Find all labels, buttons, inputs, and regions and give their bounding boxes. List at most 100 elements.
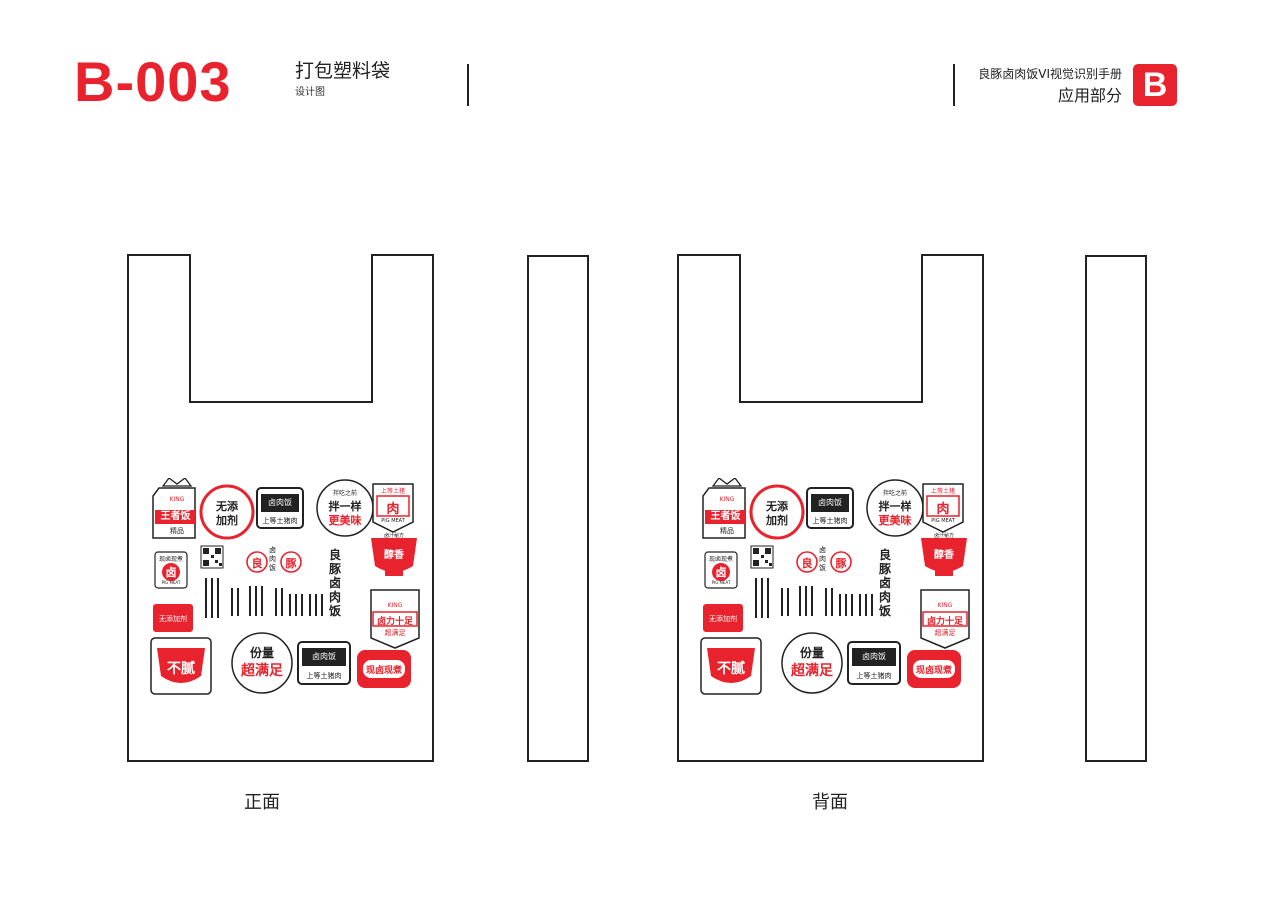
portion-line1: 份量 (249, 646, 274, 660)
manual-name: 良豚卤肉饭VI视觉识别手册 (978, 67, 1122, 81)
same-top-label: 拌吃之前 (882, 490, 907, 497)
fragrant-bowl-sticker (371, 538, 417, 576)
book-label-2: 卤肉饭 (862, 652, 886, 661)
brand-vertical-label: 良豚卤肉饭 (879, 548, 892, 618)
power-label: 卤力十足 (926, 617, 963, 627)
prime-label-2: 上等土猪肉 (856, 672, 892, 680)
no-additive-banner (153, 604, 193, 632)
crown-icon (161, 478, 193, 487)
same-line2: 更美味 (328, 514, 362, 527)
power-sticker (920, 589, 970, 649)
logo-left-char: 良 (801, 557, 813, 570)
prime-label-2: 上等土猪肉 (306, 672, 342, 680)
meat-label: 肉 (386, 502, 400, 517)
back-sticker-collage: 王者饭 KING 精品 无添 加剂 卤肉饭 上等土猪肉 拌吃之前 拌一样 更美味… (695, 478, 970, 708)
no-additive-banner (703, 604, 743, 632)
power-sub-label: 超满足 (384, 629, 406, 637)
menu-text-columns (755, 578, 873, 618)
power-sub-label: 超满足 (934, 629, 956, 637)
brand-logo (796, 551, 852, 573)
prime-label: 上等土猪肉 (812, 517, 848, 525)
pig-meat-label: PIG MEAT (931, 518, 955, 524)
not-greasy-label: 不腻 (167, 661, 195, 677)
no-additive-sticker (749, 484, 805, 540)
king-sticker (152, 478, 196, 539)
page-title: 打包塑料袋 (295, 60, 391, 82)
back-view-label: 背面 (812, 792, 848, 813)
pig-meat-small-label: PIG MEAT (161, 580, 181, 585)
not-greasy-bowl-sticker (700, 637, 762, 695)
logo-name-label: 卤肉饭 (269, 546, 276, 572)
fragrant-top-label: 卤汁秘方 (383, 533, 404, 539)
brand-logo (246, 551, 302, 573)
braise-label: 卤 (165, 566, 177, 579)
no-additive-banner-label: 无添加剂 (159, 615, 187, 623)
not-greasy-label: 不腻 (717, 661, 745, 677)
no-additive-line2: 加剂 (216, 514, 238, 527)
meat-label: 肉 (936, 502, 950, 517)
same-line1: 拌一样 (878, 500, 912, 513)
title-divider (467, 64, 469, 106)
fresh-badge-label: 现卤现煮 (915, 666, 952, 676)
no-additive-banner-label: 无添加剂 (709, 615, 737, 623)
power-sticker (370, 589, 420, 649)
back-gusset (1085, 255, 1147, 762)
brand-divider (953, 64, 955, 106)
section-name: 应用部分 (1057, 86, 1122, 105)
book-stamp-sticker-2 (847, 641, 901, 685)
top-meat-label: 上等土猪 (380, 488, 405, 495)
fresh-braise-sticker (154, 551, 188, 589)
qr-code (750, 545, 774, 569)
same-line2: 更美味 (878, 514, 912, 527)
fragrant-bowl-sticker (921, 538, 967, 576)
same-line1: 拌一样 (328, 500, 362, 513)
brand-vertical-label: 良豚卤肉饭 (329, 548, 342, 618)
not-greasy-bowl-sticker (150, 637, 212, 695)
section-badge: B (1133, 64, 1177, 106)
book-label: 卤肉饭 (268, 498, 292, 507)
logo-right-char: 豚 (285, 557, 297, 570)
fragrant-top-label: 卤汁秘方 (933, 533, 954, 539)
book-stamp-sticker (256, 487, 304, 529)
no-additive-sticker (199, 484, 255, 540)
logo-name-label: 卤肉饭 (819, 546, 826, 572)
book-stamp-sticker-2 (297, 641, 351, 685)
front-view-label: 正面 (244, 792, 280, 813)
top-meat-sticker (372, 483, 414, 533)
fresh-small-label: 现卤现煮 (158, 556, 183, 563)
portion-line2: 超满足 (241, 663, 283, 679)
same-top-label: 拌吃之前 (332, 490, 357, 497)
page-code: B-003 (74, 50, 232, 113)
top-meat-sticker (922, 483, 964, 533)
top-meat-label: 上等土猪 (930, 488, 955, 495)
power-en-label: KING (937, 602, 953, 609)
no-additive-line1: 无添 (766, 500, 788, 513)
pig-meat-label: PIG MEAT (381, 518, 405, 524)
fresh-braise-badge (357, 650, 411, 688)
fresh-braise-sticker (704, 551, 738, 589)
page-subtitle: 设计图 (295, 87, 325, 98)
fresh-badge-label: 现卤现煮 (365, 666, 402, 676)
fragrant-label: 醇香 (384, 550, 404, 561)
pig-meat-small-label: PIG MEAT (711, 580, 731, 585)
no-additive-line2: 加剂 (766, 514, 788, 527)
king-label: 王者饭 (710, 511, 741, 522)
portion-sticker (781, 632, 843, 694)
prime-label: 上等土猪肉 (262, 517, 298, 525)
king-sticker (702, 478, 746, 539)
book-label-2: 卤肉饭 (312, 652, 336, 661)
front-gusset (527, 255, 589, 762)
braise-label: 卤 (715, 566, 727, 579)
king-en-label: KING (719, 496, 735, 503)
qr-code (200, 545, 224, 569)
power-en-label: KING (387, 602, 403, 609)
king-sub-label: 精品 (720, 527, 734, 535)
king-sub-label: 精品 (170, 527, 184, 535)
menu-text-columns (205, 578, 323, 618)
logo-left-char: 良 (251, 557, 263, 570)
portion-sticker (231, 632, 293, 694)
king-en-label: KING (169, 496, 185, 503)
fresh-small-label: 现卤现煮 (708, 556, 733, 563)
portion-line1: 份量 (799, 646, 824, 660)
fresh-braise-badge (907, 650, 961, 688)
